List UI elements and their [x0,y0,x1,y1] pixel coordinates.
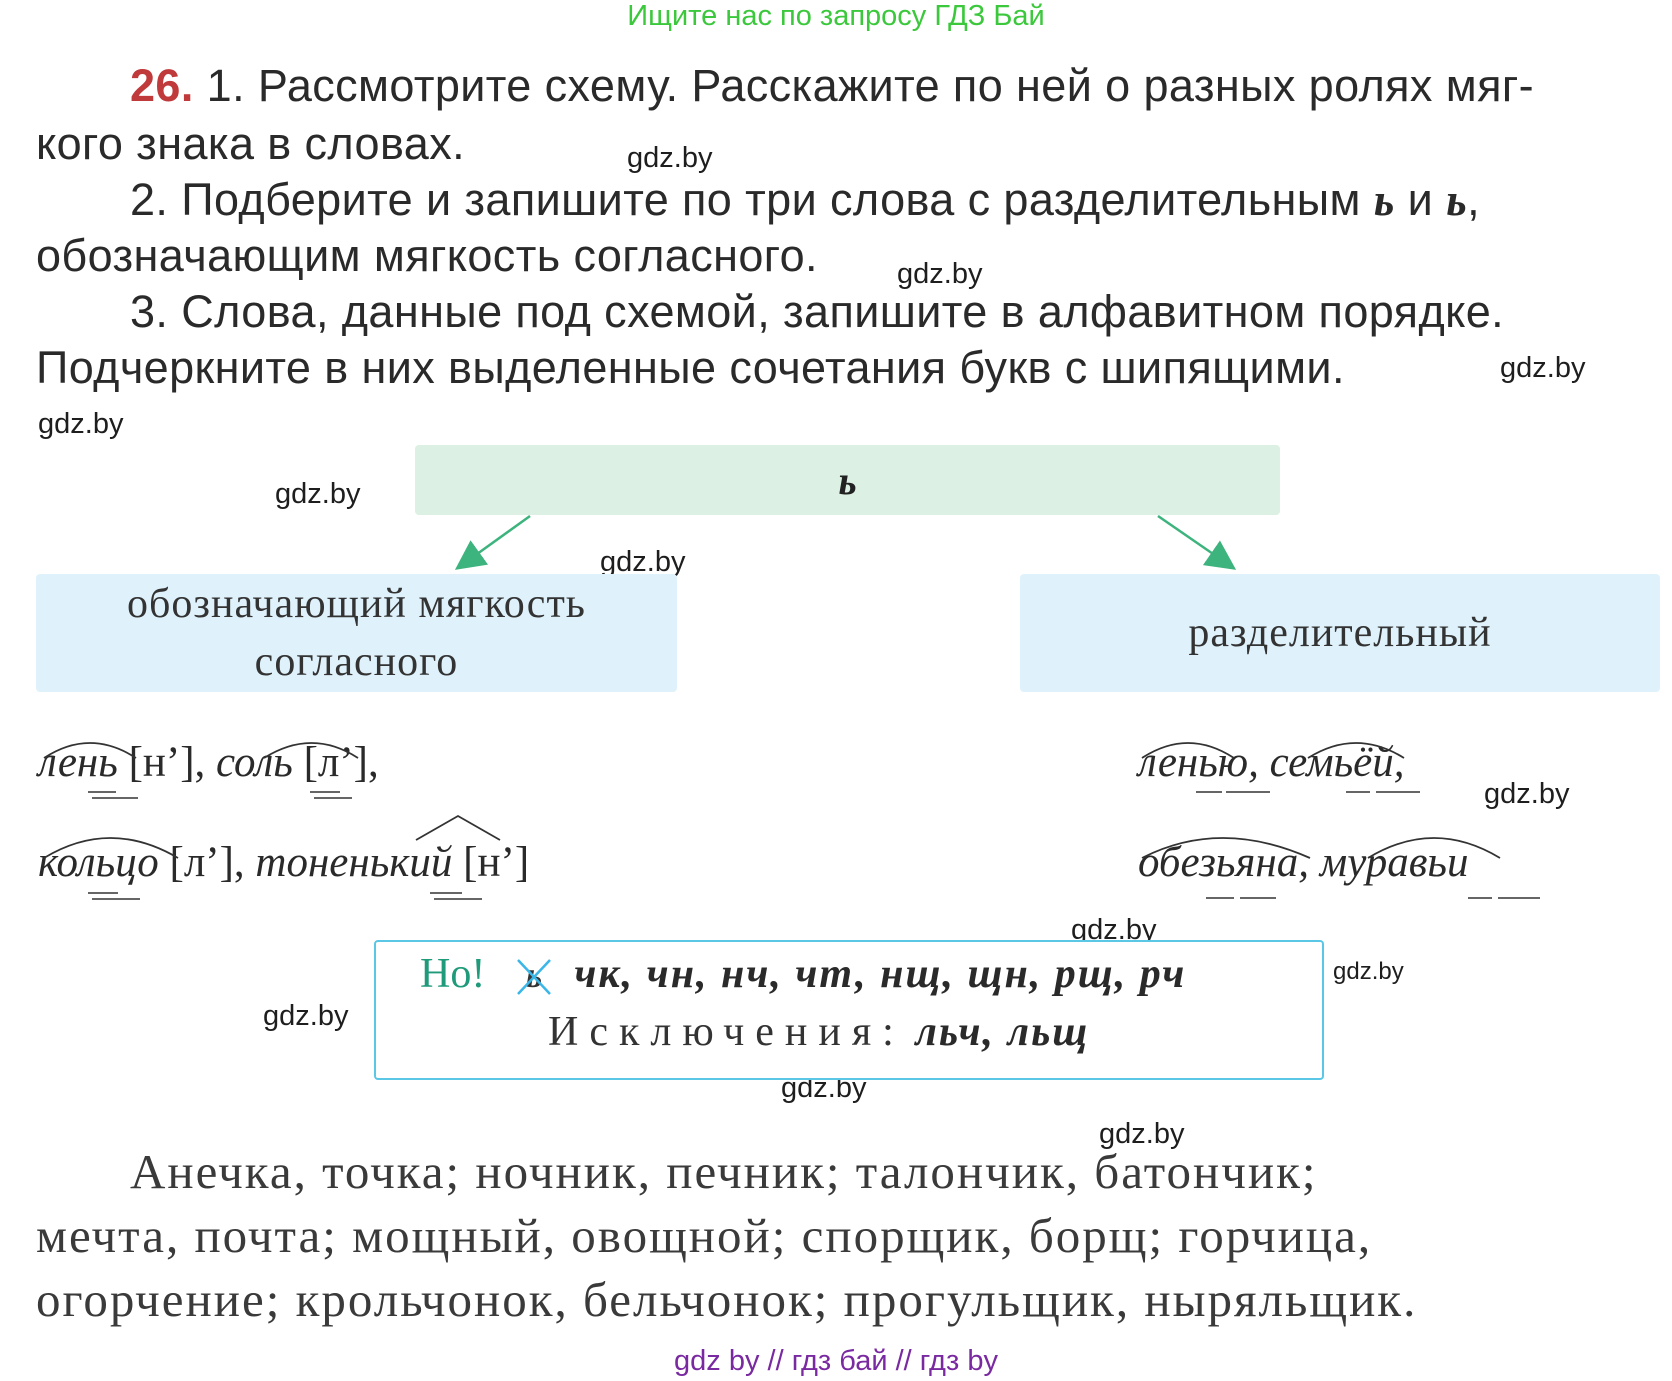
word-list-line3: огорчение; крольчонок, бельчонок; прогул… [36,1272,1418,1327]
example-word: соль [216,739,293,786]
root-arc-icon [43,837,179,859]
root-arc-icon [43,742,137,759]
footer-watermark: gdz by // гдз бай // гдз by [674,1345,998,1377]
root-arc-icon [1307,742,1405,759]
root-arc-icon [1367,837,1501,859]
task-p1-line1: 26. 1. Рассмотрите схему. Расскажите по … [130,60,1535,111]
exceptions: льч, льщ [915,1009,1090,1055]
watermark: gdz.by [1500,352,1586,384]
example-word: кольцо [38,839,159,886]
watermark: gdz.by [897,258,983,290]
scheme-arrows [454,514,1237,570]
scheme-top-box: ь [415,445,1280,515]
example-word: лень [38,739,118,786]
watermark: gdz.by [600,546,686,578]
root-arc-icon [263,742,359,759]
word-list-line1: Анечка, точка; ночник, печник; талончик,… [130,1144,1318,1199]
watermark: gdz.by [38,408,124,440]
combinations: чк, чн, нч, чт, нщ, щн, рщ, рч [574,951,1187,997]
watermark: gdz.by [1099,1118,1185,1150]
examples-left-line2: кольцо [л’], тоненький [н’] [38,839,530,886]
examples-left-line1: лень [н’], соль [л’], [38,739,379,786]
task-p3-line1: 3. Слова, данные под схемой, запишите в … [130,286,1505,337]
task-p2-line2: обозначающим мягкость согласного. [36,230,818,281]
root-arc-icon [1141,837,1311,859]
morpheme-marks [43,742,1540,900]
task-p3-line2: Подчеркните в них выделенные сочетания б… [36,342,1345,393]
examples-right-line1: ленью, семьёй, [1138,738,1405,787]
search-banner: Ищите нас по запросу ГДЗ Бай [627,0,1045,32]
exception-note-box: Но! ь чк, чн, нч, чт, нщ, щн, рщ, рч Иск… [374,940,1324,1080]
watermark: gdz.by [263,1000,349,1032]
task-p2-line1: 2. Подберите и запишите по три слова с р… [130,174,1480,225]
task-number: 26. [130,60,194,111]
watermark: gdz.by [1484,778,1570,810]
watermark: gdz.by [627,142,713,174]
word-list-line2: мечта, почта; мощный, овощной; спорщик, … [36,1208,1373,1263]
suffix-mark-icon [415,814,501,841]
root-arc-icon [1141,742,1235,759]
arrow-right-icon [1157,514,1237,570]
exceptions-label: Исключения: [548,1009,905,1055]
scheme-left-box: обозначающий мягкость согласного [36,574,677,692]
watermark: gdz.by [1333,958,1404,985]
example-word: муравьи [1319,839,1469,886]
example-word: тоненький [255,839,453,886]
crossed-soft-sign-icon: ь [514,950,554,998]
example-word: ленью, [1138,739,1259,786]
task-p1-line2: кого знака в словах. [36,118,466,169]
but-label: Но! [420,951,486,997]
watermark: gdz.by [275,478,361,510]
arrow-left-icon [454,514,531,570]
scheme-right-box: разделительный [1020,574,1660,692]
